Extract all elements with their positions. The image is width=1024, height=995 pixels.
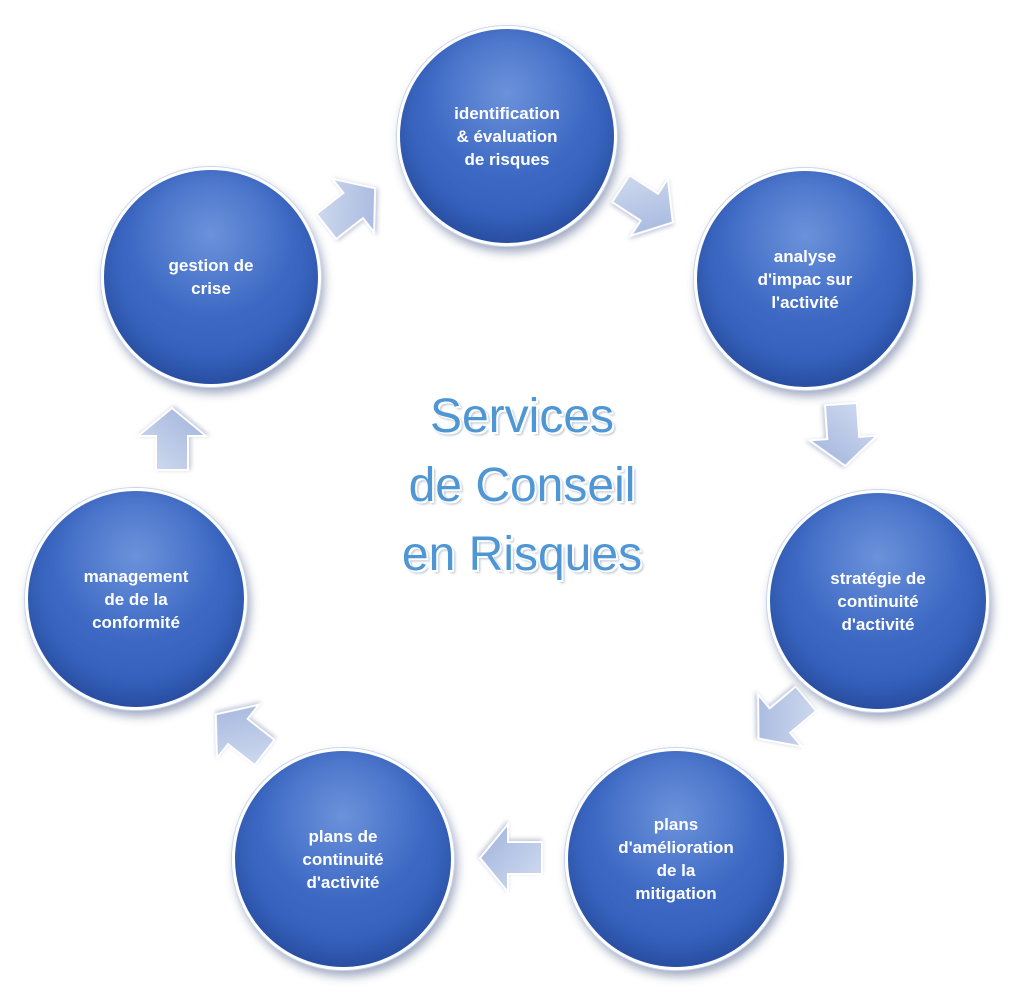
node-label-identification: identification & évaluation de risques (454, 103, 560, 169)
node-label-management: management de de la conformité (83, 566, 189, 632)
node-plans-continuite: plans de continuité d'activité (232, 748, 454, 970)
node-label-gestion: gestion de crise (168, 256, 254, 298)
arrow-management-to-gestion (135, 406, 209, 471)
node-label-strategie: stratégie de continuité d'activité (830, 568, 926, 634)
arrow-analyse-to-strategie (806, 401, 880, 468)
node-management: management de de la conformité (25, 488, 247, 710)
node-label-plans-amelioration: plans d'amélioration de la mitigation (618, 815, 734, 903)
node-analyse: analyse d'impac sur l'activité (694, 168, 916, 390)
node-label-plans-continuite: plans de continuité d'activité (302, 826, 384, 892)
node-gestion: gestion de crise (101, 167, 321, 387)
arrow-gestion-to-identification (315, 177, 377, 241)
node-plans-amelioration: plans d'amélioration de la mitigation (565, 748, 787, 970)
node-strategie: stratégie de continuité d'activité (767, 490, 989, 712)
arrow-plans-continuite-to-management (214, 703, 276, 767)
center-title: Services de Conseil en Risques (401, 390, 643, 581)
arrow-plans-amelioration-to-plans-continuite (478, 821, 543, 895)
node-identification: identification & évaluation de risques (397, 26, 617, 246)
arrow-identification-to-analyse (610, 173, 674, 238)
node-label-analyse: analyse d'impac sur l'activité (757, 246, 853, 312)
arrow-strategie-to-plans-amelioration (757, 685, 818, 749)
